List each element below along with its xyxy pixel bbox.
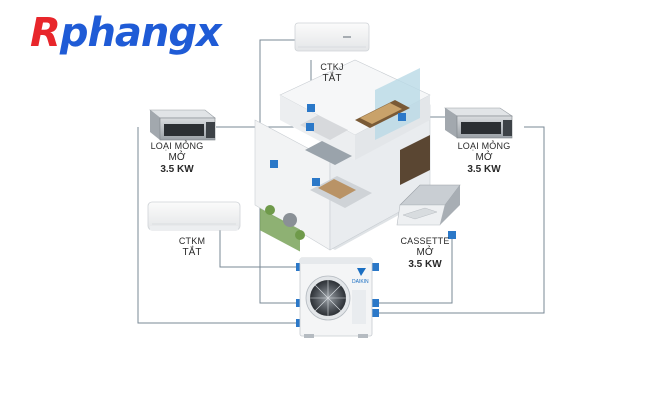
- logo-first-letter: R: [30, 10, 61, 56]
- node-living: [270, 160, 278, 168]
- duct-unit-left: [149, 109, 216, 141]
- wall-left-status: TẮT: [182, 247, 202, 258]
- node-out-6: [371, 309, 379, 317]
- label-wall-left: CTKM TẮT: [172, 236, 212, 259]
- pipe-duct-right: [375, 126, 545, 314]
- wall-left-name: CTKM: [178, 236, 206, 246]
- pipe-wall-left: [219, 222, 300, 268]
- duct-left-status: MỞ: [168, 152, 186, 163]
- label-wall-top: CTKJ TẮT: [312, 62, 352, 85]
- daikin-logo-icon: [357, 268, 366, 276]
- wall-unit-left: [147, 201, 241, 231]
- brand-logo: Rphangx: [30, 10, 222, 56]
- node-wall-top: [307, 104, 315, 112]
- duct-right-power: 3.5 KW: [467, 164, 501, 175]
- label-duct-right: LOẠI MỎNG MỞ 3.5 KW: [452, 141, 516, 176]
- duct-right-name: LOẠI MỎNG: [457, 141, 511, 151]
- label-duct-left: LOẠI MỎNG MỞ 3.5 KW: [145, 141, 209, 176]
- cassette-name: CASSETTE: [400, 236, 450, 246]
- node-cassette-room: [312, 178, 320, 186]
- wall-top-status: TẮT: [322, 73, 342, 84]
- node-out-5: [371, 299, 379, 307]
- cassette-unit: [396, 184, 461, 226]
- duct-right-status: MỞ: [475, 152, 493, 163]
- duct-left-name: LOẠI MỎNG: [150, 141, 204, 151]
- cassette-power: 3.5 KW: [408, 259, 442, 270]
- node-duct-left: [306, 123, 314, 131]
- outdoor-brand-text: DAIKIN: [352, 279, 369, 285]
- duct-unit-right: [444, 107, 513, 139]
- cassette-status: MỞ: [416, 247, 434, 258]
- logo-text: phangx: [59, 10, 222, 56]
- house-cutaway: [254, 59, 435, 252]
- pipe-cassette: [375, 235, 453, 304]
- node-cassette: [448, 231, 456, 239]
- pipe-duct-left: [137, 127, 300, 324]
- outdoor-unit: DAIKIN: [299, 257, 373, 338]
- wall-top-name: CTKJ: [320, 62, 344, 72]
- node-out-4: [371, 263, 379, 271]
- wall-unit-top: [294, 22, 370, 52]
- label-cassette: CASSETTE MỞ 3.5 KW: [400, 236, 450, 271]
- node-duct-right: [398, 113, 406, 121]
- duct-left-power: 3.5 KW: [160, 164, 194, 175]
